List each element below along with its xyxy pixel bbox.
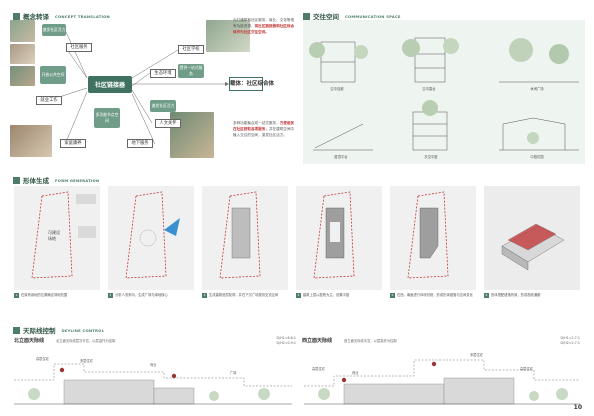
section-square-icon — [303, 12, 310, 20]
node-employment: 就业工作 — [36, 96, 62, 105]
north-skyline-label: 北立面天际线 — [14, 338, 45, 344]
comm-space-panel: 空中连廊 空中露台 休闲广场 屋顶平台 灰空中庭 中庭花园 — [303, 20, 585, 164]
concept-paragraph-2: 多种功能聚合成一站式服务，方便居民在社区获取各项服务，并在建筑空间中植入交往的空… — [233, 120, 297, 138]
para1-text: 为打通原有社区服务、商业、文化等现有功能资源， — [233, 18, 295, 28]
sky-tag-8: 高层住宅 — [520, 367, 533, 371]
concept-title: 概念转译 — [23, 13, 49, 21]
sky-tag-3: 商业 — [150, 363, 157, 367]
comm-space-sketches — [309, 37, 579, 151]
node-ecology: 生态环境 — [150, 69, 176, 78]
section-square-icon — [13, 176, 20, 184]
form-header: 形体生成 FORM GENERATION — [13, 175, 99, 185]
photo-community — [10, 20, 35, 42]
form-panel-3 — [202, 186, 288, 290]
concept-lines — [49, 31, 229, 145]
connector-box: 社区链接器 — [88, 76, 132, 93]
skyline-title: 天际线控制 — [23, 327, 56, 335]
para1-highlight: 将社区链接器和社区综合体作为社区交往空间。 — [233, 24, 295, 34]
green-box-community: 激发社区活力 — [150, 100, 176, 112]
concept-diagram: 激发社区活力 开放公共空间 提供一站式服务 多功能节点空间 激发社区活力 社区服… — [10, 20, 274, 160]
green-box-node-space: 多功能节点空间 — [94, 108, 120, 128]
photo-kids — [10, 66, 35, 86]
node-community-school: 社区学校 — [178, 45, 204, 54]
caption-sky-terrace: 空中露台 — [422, 87, 436, 91]
carrier-box: 载体：社区综合体 — [229, 77, 274, 91]
sky-tag-2: 多层住宅 — [80, 359, 93, 363]
para2-text: 多种功能聚合成一站式服务， — [233, 121, 280, 125]
sky-tag-1: 高层住宅 — [36, 357, 49, 361]
photo-market — [10, 125, 52, 157]
form-title: 形体生成 — [23, 177, 49, 185]
form-panel-2 — [108, 186, 194, 290]
green-box-public-space: 开放公共空间 — [40, 66, 66, 84]
caption-atrium: 灰空中庭 — [424, 155, 438, 159]
caption-plaza: 休闲广场 — [530, 87, 544, 91]
caption-sky-corridor: 空中连廊 — [330, 87, 344, 91]
concept-header: 概念转译 CONCEPT TRANSLATION — [13, 11, 110, 21]
node-family-care: 家庭康养 — [60, 139, 86, 148]
caption-garden: 中庭花园 — [530, 155, 544, 159]
caption-roof: 屋顶平台 — [334, 155, 348, 159]
north-skyline-sub: 北立面天际线层次丰富，以层高作为控制 — [56, 339, 116, 343]
form-panel-1: 可建设场地 — [14, 186, 100, 290]
west-skyline-label: 西立面天际线 — [302, 338, 333, 344]
para2-highlight: 方便居民在社区获取各项服务， — [233, 121, 295, 131]
panel1-label: 可建设场地 — [48, 230, 60, 241]
section-square-icon — [13, 12, 20, 20]
west-skyline-sub: 西立面天际线丰富，以层高作为控制 — [344, 339, 397, 343]
comm-header: 交往空间 COMMUNICATION SPACE — [303, 11, 401, 21]
skyline-header: 天际线控制 SKYLINE CONTROL — [13, 325, 104, 335]
skyline-elevations — [14, 359, 580, 405]
green-box-multi-service: 提供一站式服务 — [178, 64, 204, 78]
form-panel-5 — [390, 186, 476, 290]
node-community-service: 社区服务 — [66, 43, 92, 52]
photo-garden — [206, 20, 250, 52]
green-box-activity: 激发社区活力 — [42, 24, 66, 36]
photo-school — [10, 44, 35, 64]
form-title-en: FORM GENERATION — [55, 177, 100, 183]
node-life-care: 人文关怀 — [155, 119, 181, 128]
concept-title-en: CONCEPT TRANSLATION — [55, 13, 110, 19]
para2-text-b: 并在建筑空间中植入交往的空间，激发社区活力。 — [233, 127, 295, 137]
skyline-title-en: SKYLINE CONTROL — [61, 327, 105, 333]
section-square-icon — [13, 326, 20, 334]
comm-title-en: COMMUNICATION SPACE — [345, 13, 401, 19]
page-number: 10 — [573, 404, 582, 411]
comm-title: 交往空间 — [313, 13, 339, 21]
form-panel-4 — [296, 186, 382, 290]
sky-tag-7: 多层住宅 — [470, 353, 483, 357]
node-underground: 地下服务 — [127, 139, 153, 148]
sky-tag-6: 商业 — [352, 371, 359, 375]
concept-paragraph-1: 为打通原有社区服务、商业、文化等现有功能资源，将社区链接器和社区综合体作为社区交… — [233, 17, 297, 35]
sky-tag-5: 高层住宅 — [312, 367, 325, 371]
form-panel-6 — [484, 186, 580, 290]
sky-tag-4: 广场 — [230, 371, 237, 375]
